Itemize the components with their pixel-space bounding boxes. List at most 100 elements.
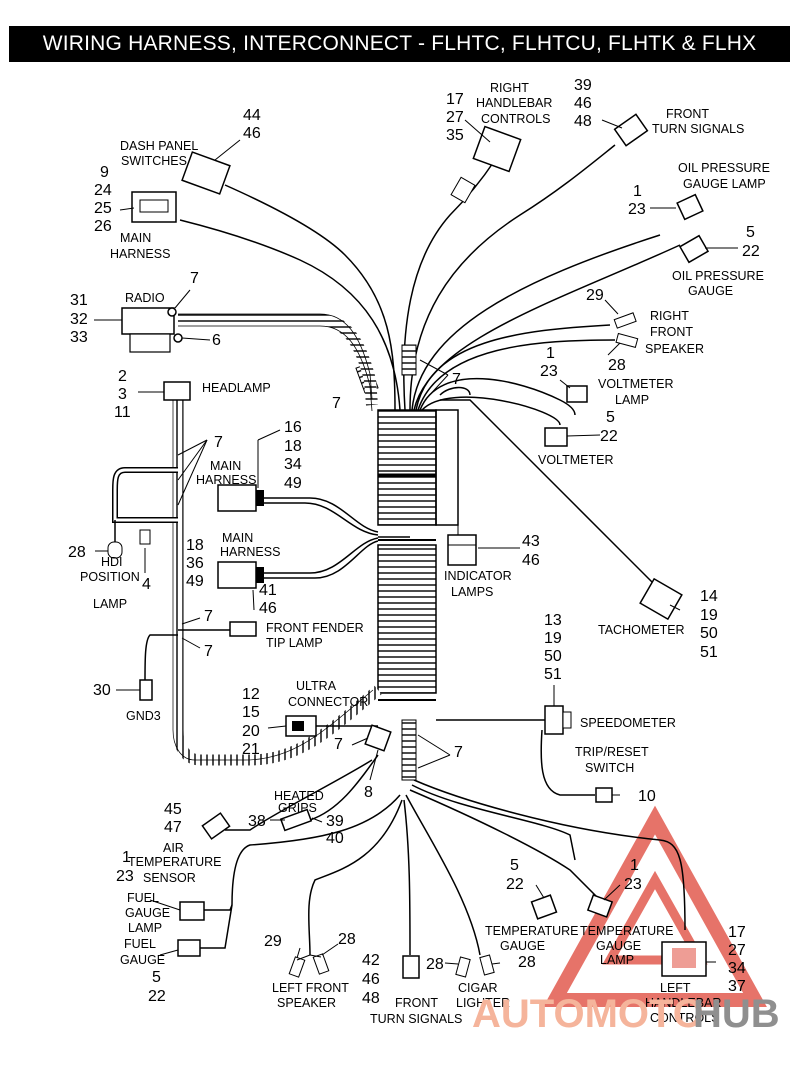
num-14: 14	[700, 588, 718, 605]
num-5-temp: 5	[510, 857, 519, 874]
label-air-b: TEMPERATURE	[128, 855, 222, 869]
num-19b: 19	[544, 630, 562, 647]
label-front-turn-t-a: FRONT	[666, 107, 709, 121]
label-indicator-b: LAMPS	[451, 585, 493, 599]
num-7-ff1: 7	[204, 608, 213, 625]
num-49a: 49	[284, 475, 302, 492]
label-oil-gauge-b: GAUGE	[688, 284, 733, 298]
label-heated-a: HEATED	[274, 789, 324, 803]
num-34b: 34	[728, 960, 746, 977]
num-23-oil: 23	[628, 201, 646, 218]
label-right-hb-c: CONTROLS	[481, 112, 550, 126]
num-28-cig1: 28	[426, 956, 444, 973]
num-28-cig2: 28	[518, 954, 536, 971]
num-23-fuel: 23	[116, 868, 134, 885]
tachometer-connector	[639, 577, 683, 621]
temp-gauge-connector	[530, 894, 558, 920]
label-tachometer: TACHOMETER	[598, 623, 685, 637]
num-7-lower: 7	[454, 744, 463, 761]
label-right-hb-a: RIGHT	[490, 81, 529, 95]
num-46e: 46	[522, 552, 540, 569]
num-33: 33	[70, 329, 88, 346]
num-9: 9	[100, 164, 109, 181]
dash-panel-switches-connector	[181, 151, 231, 195]
label-rf-speaker-b: FRONT	[650, 325, 693, 339]
labels: DASH PANEL SWITCHES MAIN HARNESS RADIO H…	[80, 81, 770, 1026]
num-48a: 48	[362, 990, 380, 1007]
leader-lines	[94, 119, 738, 965]
gnd3-terminal	[139, 679, 153, 701]
part-numbers: 44 46 9 24 25 26 7 31 32 33 6 2 3 11 7 7…	[68, 77, 760, 1007]
num-49b: 49	[186, 573, 204, 590]
label-main3-b: HARNESS	[220, 545, 280, 559]
num-17b: 17	[446, 91, 464, 108]
lf-speaker-connector-2	[312, 953, 330, 975]
fuel-gauge-lamp-connector	[179, 901, 205, 921]
num-13: 13	[544, 612, 562, 629]
num-38: 38	[248, 813, 266, 830]
num-47: 47	[164, 819, 182, 836]
num-5-fuel: 5	[152, 969, 161, 986]
upper-wires	[179, 144, 681, 586]
num-46d: 46	[574, 95, 592, 112]
trip-reset-switch	[595, 787, 613, 803]
label-oil-gauge-a: OIL PRESSURE	[672, 269, 764, 283]
label-air-a: AIR	[163, 841, 184, 855]
label-front-turn-b-a: FRONT	[395, 996, 438, 1010]
label-front-turn-t-b: TURN SIGNALS	[652, 122, 744, 136]
num-12: 12	[242, 686, 260, 703]
label-hdi-c: LAMP	[93, 597, 127, 611]
num-29-lf: 29	[264, 933, 282, 950]
label-temp-lamp-b: GAUGE	[596, 939, 641, 953]
num-16: 16	[284, 419, 302, 436]
num-1-fuel: 1	[122, 849, 131, 866]
label-lf-speaker-a: LEFT FRONT	[272, 981, 349, 995]
label-fuel-lamp-a: FUEL	[127, 891, 159, 905]
num-17a: 17	[728, 924, 746, 941]
num-5-oil: 5	[746, 224, 755, 241]
label-temp-gauge-b: GAUGE	[500, 939, 545, 953]
num-15: 15	[242, 704, 260, 721]
label-dash-panel: DASH PANEL	[120, 139, 198, 153]
temp-gauge-lamp-connector	[586, 894, 614, 918]
num-22-oil: 22	[742, 243, 760, 260]
label-oil-lamp-a: OIL PRESSURE	[678, 161, 770, 175]
num-32: 32	[70, 311, 88, 328]
num-7-right: 7	[452, 371, 461, 388]
num-24: 24	[94, 182, 112, 199]
label-rf-speaker-a: RIGHT	[650, 309, 689, 323]
main-trunk-lower	[377, 544, 437, 694]
label-cigar-b: LIGHTER	[456, 996, 510, 1010]
label-main-a: MAIN	[120, 231, 151, 245]
num-8: 8	[364, 784, 373, 801]
num-7-radio: 7	[190, 270, 199, 287]
label-main2-b: HARNESS	[196, 473, 256, 487]
num-1-oil: 1	[633, 183, 642, 200]
label-switches: SWITCHES	[121, 154, 187, 168]
label-main-b: HARNESS	[110, 247, 170, 261]
label-left-hb-b: HANDLEBAR	[645, 996, 721, 1010]
label-right-hb-b: HANDLEBAR	[476, 96, 552, 110]
indicator-lamps-connector	[447, 534, 477, 566]
num-42: 42	[362, 952, 380, 969]
label-heated-b: GRIPS	[278, 801, 317, 815]
num-25: 25	[94, 200, 112, 217]
num-36: 36	[186, 555, 204, 572]
label-hdi-a: HDI	[101, 555, 123, 569]
num-23-temp: 23	[624, 876, 642, 893]
label-temp-gauge-a: TEMPERATURE	[485, 924, 579, 938]
headlamp-connector	[163, 381, 191, 401]
num-11: 11	[114, 404, 131, 421]
num-37: 37	[728, 978, 746, 995]
watermark-logo	[543, 805, 767, 1007]
label-left-hb-a: LEFT	[660, 981, 691, 995]
num-27a: 27	[728, 942, 746, 959]
num-48b: 48	[574, 113, 592, 130]
label-headlamp: HEADLAMP	[202, 381, 271, 395]
num-51a: 51	[700, 644, 718, 661]
watermark-part-a: AUTOMOTO	[472, 992, 704, 1036]
num-34a: 34	[284, 456, 302, 473]
num-41: 41	[259, 582, 277, 599]
num-22-volt: 22	[600, 428, 618, 445]
main-harness-connector-top	[131, 191, 177, 223]
